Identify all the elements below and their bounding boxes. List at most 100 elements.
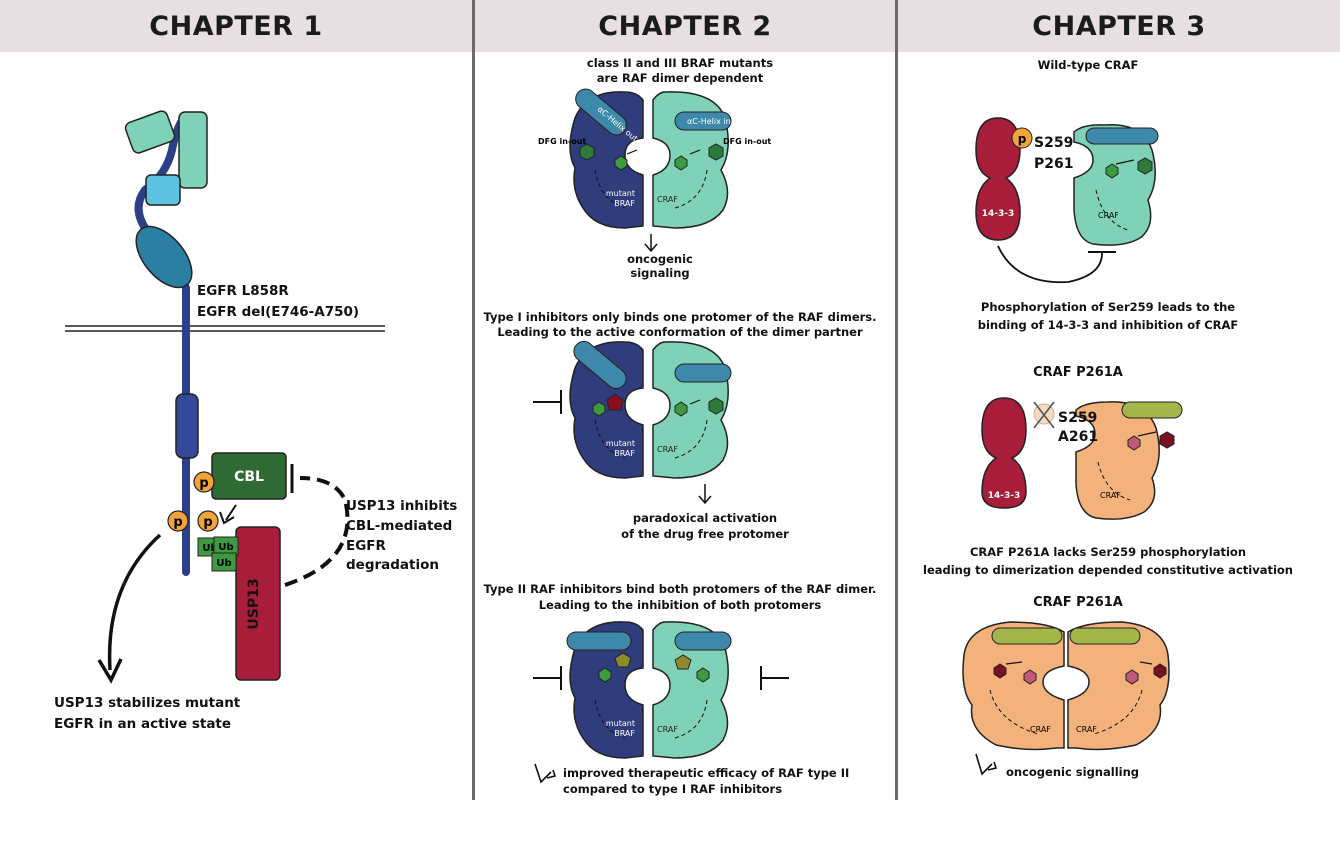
ch2-caption-3b: Leading to the inhibition of both protom… (538, 598, 822, 612)
craf-label-1: CRAF (657, 195, 678, 204)
stabilization-arrow-head (97, 658, 123, 684)
s259-label-wt: S259 (1034, 135, 1074, 151)
phospho-circle-1 (193, 471, 215, 493)
ch3-caption-2b: leading to dimerization depended constit… (923, 563, 1293, 577)
inhibit-caption-1: USP13 inhibits (346, 498, 458, 514)
stabilize-caption-1: USP13 stabilizes mutant (54, 695, 241, 711)
craf-wt-label: CRAF (1098, 211, 1119, 220)
craf-p261a-helix (1121, 401, 1183, 419)
chapter-2-title: CHAPTER 2 (598, 10, 772, 42)
p261-label: P261 (1034, 156, 1074, 172)
chapter-3-header: CHAPTER 3 (898, 0, 1340, 52)
phospho-s259-circle (1011, 127, 1033, 149)
ch2-outcome-3b: compared to type I RAF inhibitors (563, 782, 783, 796)
ch2-outcome-2b: of the drug free protomer (621, 527, 789, 541)
absent-phospho-cross (1033, 401, 1055, 429)
dfg-right-label: DFG in-out (723, 137, 771, 146)
egfr-mutation-2: EGFR del(E746-A750) (197, 304, 360, 320)
ch3-title-3: CRAF P261A (1033, 595, 1123, 610)
egfr-kinase-domain (175, 393, 199, 459)
ub-label-3: Ub (216, 558, 231, 569)
cbl-arrow-head (219, 511, 235, 525)
a261-label: A261 (1058, 429, 1099, 445)
protein-1433-p261a (981, 397, 1027, 509)
egfr-domain-4 (135, 225, 193, 289)
ch3-outcome-arrow (975, 753, 998, 776)
ch3-caption-1a: Phosphorylation of Ser259 leads to the (980, 300, 1236, 314)
ch3-caption-2a: CRAF P261A lacks Ser259 phosphorylation (969, 545, 1247, 559)
protein-1433-wt (975, 117, 1021, 241)
inhibit-caption-2: CBL-mediated (346, 518, 453, 534)
ch3-title-2: CRAF P261A (1033, 365, 1123, 380)
chapter-3-panel: CHAPTER 3 Wild-type CRAF 14-3-3 p CRAF 1… (898, 0, 1340, 800)
mutant-braf-label-1b: BRAF (614, 199, 635, 208)
craf-dimer-left-label: CRAF (1030, 725, 1051, 734)
outcome-arrow-3 (534, 763, 557, 784)
ch2-caption-1b: are RAF dimer dependent (596, 71, 764, 85)
braf-craf-dimer-active (569, 88, 732, 229)
phospho-label-3: p (203, 515, 212, 530)
ch2-caption-2a: Type I inhibitors only binds one protome… (483, 310, 877, 324)
cbl-ubiquitination-arrow (225, 504, 237, 521)
dfg-left-label: DFG in-out (538, 137, 586, 146)
mutant-braf-label-1a: mutant (606, 189, 635, 198)
usp13-label: USP13 (246, 578, 262, 629)
chapter-1-title: CHAPTER 1 (149, 10, 323, 42)
craf-label-2: CRAF (657, 445, 678, 454)
ub-label-1: Ub (202, 543, 217, 554)
cbl-label: CBL (234, 469, 264, 485)
mutant-braf-label-3b: BRAF (614, 729, 635, 738)
s259-label-p261a: S259 (1058, 410, 1098, 426)
phospho-label-1: p (199, 476, 208, 491)
craf-label-3: CRAF (657, 725, 678, 734)
ch3-caption-1b: binding of 14-3-3 and inhibition of CRAF (977, 318, 1239, 332)
divider-1 (472, 0, 475, 800)
divider-2 (895, 0, 898, 800)
ch2-caption-3a: Type II RAF inhibitors bind both protome… (483, 582, 877, 596)
chapter-3-title: CHAPTER 3 (1032, 10, 1206, 42)
ub-box-3 (211, 552, 237, 572)
inhibition-arc (997, 245, 1103, 284)
craf-diagrams: 14-3-3 p CRAF 14-3-3 CRAF (962, 117, 1183, 776)
craf-p261a-label: CRAF (1100, 491, 1121, 500)
outcome-arrow-2 (698, 484, 712, 505)
raf-dimer-diagrams: αC-Helix out αC-Helix in DFG in-out DFG … (533, 88, 789, 784)
phospho-circle-3 (197, 510, 219, 532)
mutant-braf-label-2a: mutant (606, 439, 635, 448)
egfr-domain-3 (145, 174, 181, 206)
label-1433-p261a: 14-3-3 (988, 491, 1021, 501)
craf-wt (1073, 123, 1156, 246)
craf-dimer-right-label: CRAF (1076, 725, 1097, 734)
stabilize-caption-2: EGFR in an active state (54, 716, 232, 732)
stabilization-arrow (107, 533, 162, 671)
usp13-inhibition-dashed (284, 476, 350, 587)
ch2-outcome-1b: signaling (630, 266, 690, 280)
ch2-outcome-3a: improved therapeutic efficacy of RAF typ… (563, 766, 850, 780)
craf-dimer-left (962, 621, 1065, 751)
helix-in-label: αC-Helix in (687, 117, 731, 126)
inhibit-caption-3: EGFR degradation (346, 538, 439, 573)
craf-dimer-right (1067, 621, 1170, 751)
chapter-2-header: CHAPTER 2 (475, 0, 895, 52)
ch2-outcome-2a: paradoxical activation (632, 511, 778, 525)
egfr-mutation-1: EGFR L858R (197, 283, 289, 299)
ch2-caption-2b: Leading to the active conformation of th… (497, 325, 863, 339)
chapter-1-panel: CHAPTER 1 CBL USP13 p p p Ub Ub Ub (0, 0, 472, 800)
outcome-arrow-1 (644, 234, 658, 253)
braf-craf-dimer-type2 (566, 621, 732, 759)
label-1433-wt: 14-3-3 (982, 209, 1015, 219)
ch2-outcome-1a: oncogenic (627, 252, 693, 266)
chapter-1-header: CHAPTER 1 (0, 0, 472, 52)
egfr-domain-2 (178, 111, 208, 189)
ch3-outcome: oncogenic signalling (1006, 765, 1139, 779)
chapter-2-panel: CHAPTER 2 class II and III BRAF mutants … (475, 0, 895, 800)
mutant-braf-label-3a: mutant (606, 719, 635, 728)
phospho-label-2: p (173, 515, 182, 530)
phospho-s259-label: p (1018, 132, 1027, 146)
ub-label-2: Ub (218, 542, 233, 553)
egfr-domain-1 (124, 110, 176, 154)
ch2-caption-1a: class II and III BRAF mutants (586, 56, 774, 70)
braf-craf-dimer-type1 (569, 341, 732, 479)
craf-wt-helix (1085, 127, 1159, 145)
egfr-usp13-diagram: CBL USP13 p p p Ub Ub Ub (65, 110, 385, 684)
